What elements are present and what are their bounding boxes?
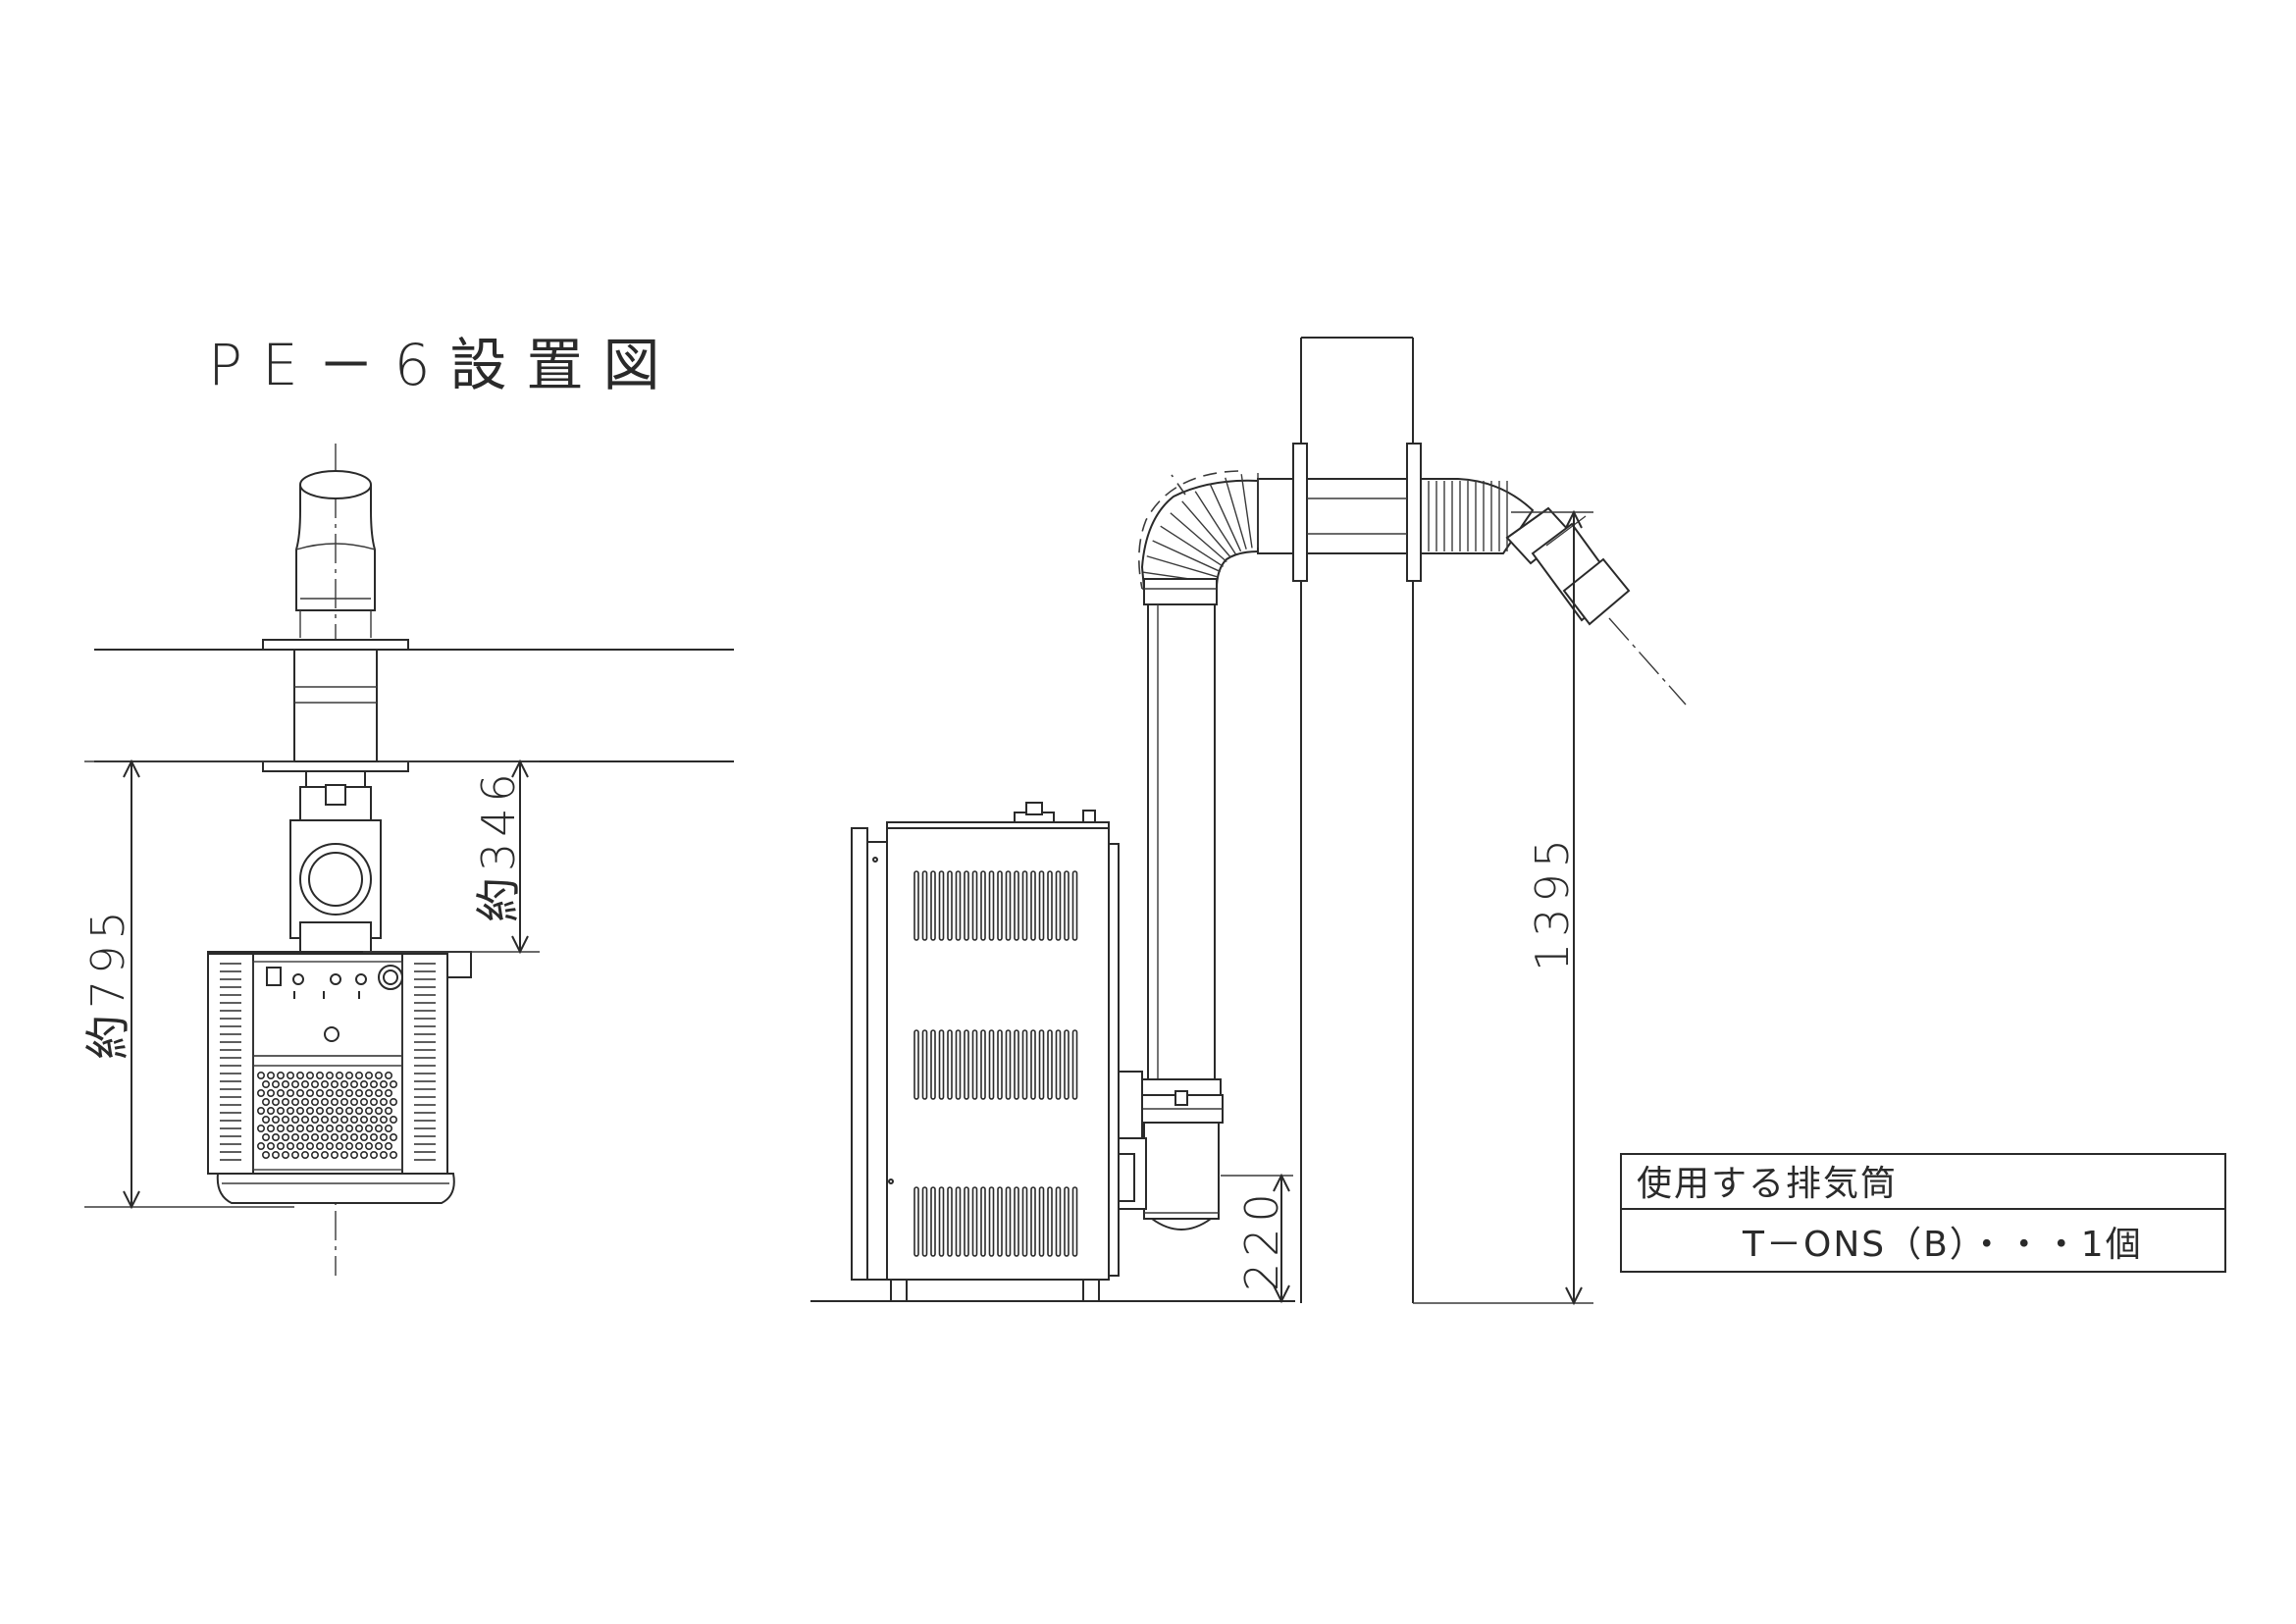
dim-795-label: 約795 bbox=[81, 905, 134, 1060]
heater-side bbox=[851, 802, 1147, 1302]
outdoor-elbow bbox=[1420, 478, 1687, 706]
diagram-title: PE－6設置図 bbox=[208, 332, 680, 398]
indoor-elbow bbox=[1138, 470, 1294, 605]
heater-foot-front bbox=[890, 1279, 908, 1302]
side-vents-bottom bbox=[913, 1186, 1078, 1257]
front-view: 約795 約346 bbox=[81, 444, 734, 1276]
wall-flange-lower bbox=[262, 760, 409, 772]
dim-220: 220 bbox=[1221, 1173, 1293, 1304]
elbow-pipe bbox=[289, 819, 382, 953]
elbow-outlet-inner bbox=[308, 852, 363, 907]
flue-spec-heading: 使用する排気筒 bbox=[1637, 1164, 1898, 1204]
thermostat-dial bbox=[378, 965, 403, 990]
dim-346-label: 約346 bbox=[472, 767, 525, 922]
vertical-exhaust-pipe bbox=[1139, 603, 1224, 1231]
side-view: 220 1395 bbox=[810, 337, 1687, 1306]
wall-flange-upper bbox=[262, 639, 409, 651]
dim-795: 約795 bbox=[81, 759, 294, 1210]
dim-1395: 1395 bbox=[1413, 509, 1593, 1306]
wall-pipe-side bbox=[1292, 443, 1422, 582]
heater-front bbox=[207, 951, 472, 1204]
combustion-window-frame bbox=[252, 1055, 403, 1171]
heater-side-front-panel bbox=[851, 827, 868, 1281]
dim-346: 約346 bbox=[363, 759, 540, 955]
side-vents-middle bbox=[913, 1029, 1078, 1100]
dim-220-label: 220 bbox=[1235, 1187, 1288, 1291]
side-vents-top bbox=[913, 870, 1078, 941]
flue-spec-box: 使用する排気筒 T－ONS（B）・・・1個 bbox=[1620, 1153, 2226, 1273]
heater-foot-rear bbox=[1082, 1279, 1100, 1302]
power-switch bbox=[266, 967, 282, 986]
side-vents-right bbox=[414, 963, 436, 1161]
rear-flue-box bbox=[1118, 1071, 1143, 1139]
heater-base bbox=[216, 1173, 455, 1204]
flue-terminal bbox=[295, 470, 376, 638]
dim-1395-label: 1395 bbox=[1526, 833, 1579, 971]
perforated-grille bbox=[256, 1072, 397, 1160]
wall-pipe bbox=[293, 649, 378, 762]
flue-spec-item: T－ONS（B）・・・1個 bbox=[1742, 1225, 2143, 1265]
pipe-joint bbox=[299, 770, 372, 821]
side-vents-left bbox=[220, 963, 241, 1161]
elbow-outlet-outer bbox=[299, 843, 372, 916]
